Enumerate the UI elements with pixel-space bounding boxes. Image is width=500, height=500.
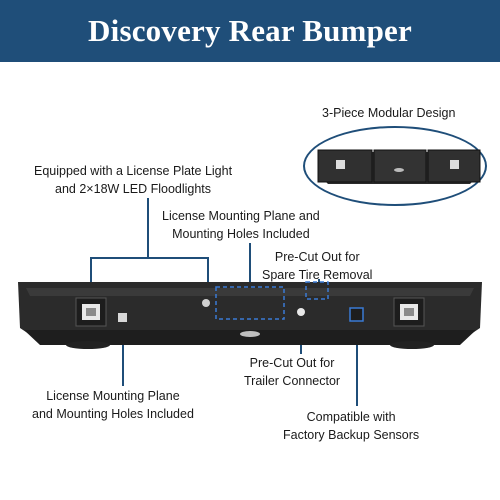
three-piece-bumper-preview [317,149,481,184]
leader-lights-right [207,257,209,295]
page-title: Discovery Rear Bumper [88,13,412,48]
leader-sensors [356,316,358,406]
label-trailer-connector: Pre-Cut Out for Trailer Connector [244,356,341,388]
label-backup-sensors: Compatible with Factory Backup Sensors [283,410,420,442]
header-banner: Discovery Rear Bumper [0,0,500,62]
leader-lights-v [147,198,149,258]
label-modular-design: 3-Piece Modular Design [322,106,456,120]
label-spare-tire: Pre-Cut Out for Spare Tire Removal [262,250,373,282]
label-mounting-bottom: License Mounting Plane and Mounting Hole… [32,389,194,421]
label-lights: Equipped with a License Plate Light and … [34,164,233,196]
label-mounting-top: License Mounting Plane and Mounting Hole… [162,209,320,241]
leader-mounting-bottom [122,318,124,386]
leader-lights-left [90,257,92,302]
leader-mounting-top [249,243,251,287]
rear-bumper-main [18,281,482,349]
leader-lights-h [90,257,208,259]
